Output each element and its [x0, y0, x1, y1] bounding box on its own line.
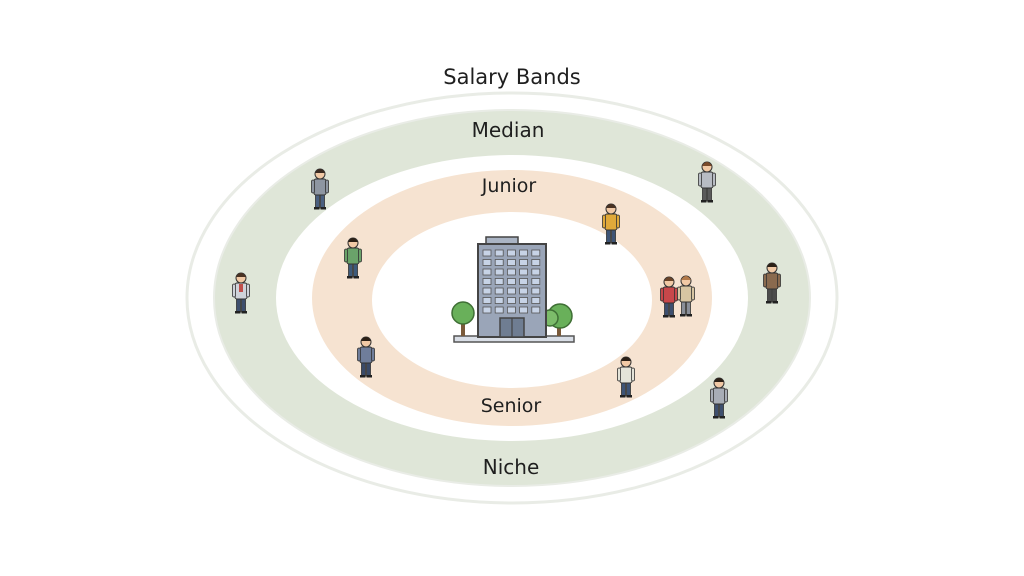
- person-icon: [710, 377, 728, 419]
- people-layer: [232, 161, 781, 419]
- person-icon: [311, 168, 329, 210]
- label-junior: Junior: [481, 175, 537, 197]
- person-icon: [344, 237, 362, 279]
- person-icon: [232, 272, 250, 314]
- office-building-icon: [451, 236, 575, 343]
- label-senior: Senior: [481, 395, 542, 417]
- tree-left-icon: [451, 301, 475, 336]
- person-icon: [763, 262, 781, 304]
- person-icon: [677, 275, 695, 317]
- person-icon: [698, 161, 716, 203]
- person-icon: [357, 336, 375, 378]
- diagram-title: Salary Bands: [443, 65, 581, 89]
- person-icon: [660, 276, 678, 318]
- person-icon: [617, 356, 635, 398]
- building-windows: [482, 249, 541, 314]
- label-median: Median: [472, 118, 545, 142]
- label-niche: Niche: [483, 455, 540, 479]
- person-icon: [602, 203, 620, 245]
